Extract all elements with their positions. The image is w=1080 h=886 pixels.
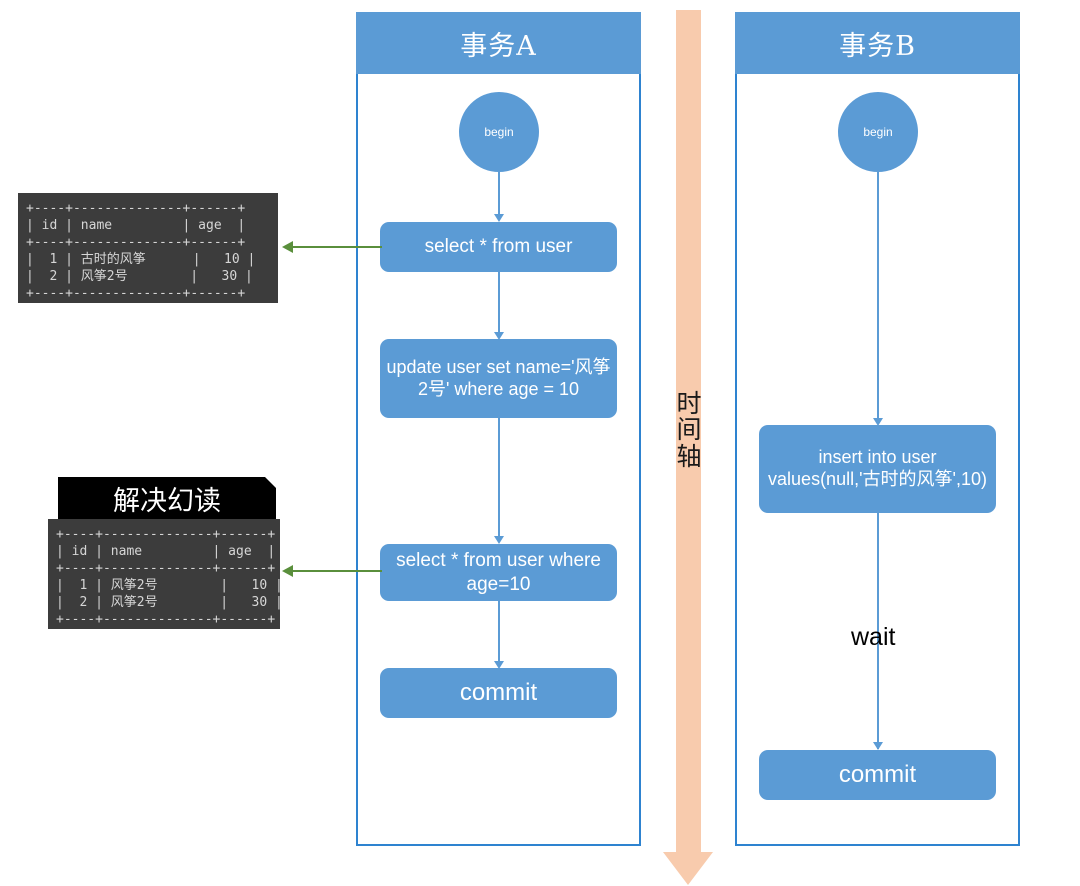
transaction-b-step-insert-user: insert into user values(null,'古时的风筝',10): [759, 425, 996, 513]
transaction-b-header: 事务B: [735, 12, 1020, 74]
phantom-read-banner: 解决幻读: [58, 477, 276, 519]
callout-arrow-2-line: [292, 570, 382, 572]
callout-arrow-2-head: [282, 565, 293, 577]
connector-a-4-arrowhead: [494, 661, 504, 669]
connector-a-2-arrowhead: [494, 332, 504, 340]
transaction-a-begin-node: begin: [459, 92, 539, 172]
transaction-a-step-select-where: select * from user where age=10: [380, 544, 617, 601]
timeline-arrow-head: [663, 852, 713, 885]
connector-a-1-arrowhead: [494, 214, 504, 222]
connector-b-2: [877, 513, 879, 749]
transaction-a-step-select-all: select * from user: [380, 222, 617, 272]
result-table-2-text: +----+--------------+------+ | id | name…: [56, 527, 283, 627]
transaction-a-header: 事务A: [356, 12, 641, 74]
callout-arrow-1-head: [282, 241, 293, 253]
transaction-a-step-update-user: update user set name='风筝2号' where age = …: [380, 339, 617, 418]
connector-a-4: [498, 601, 500, 663]
connector-a-3: [498, 418, 500, 538]
connector-a-2: [498, 272, 500, 334]
connector-b-2-arrowhead: [873, 742, 883, 750]
result-table-2: +----+--------------+------+ | id | name…: [48, 519, 283, 629]
wait-label: wait: [851, 623, 896, 651]
transaction-a-step-commit: commit: [380, 668, 617, 718]
connector-a-3-arrowhead: [494, 536, 504, 544]
transaction-b-step-commit: commit: [759, 750, 996, 800]
timeline-label: 时间轴: [676, 389, 702, 471]
result-table-1-text: +----+--------------+------+ | id | name…: [26, 201, 256, 301]
connector-a-1: [498, 172, 500, 216]
timeline-arrow-shaft: [676, 10, 701, 855]
callout-arrow-1-line: [292, 246, 382, 248]
transaction-b-begin-node: begin: [838, 92, 918, 172]
result-table-1: +----+--------------+------+ | id | name…: [18, 193, 278, 303]
connector-b-1-arrowhead: [873, 418, 883, 426]
connector-b-1: [877, 172, 879, 420]
